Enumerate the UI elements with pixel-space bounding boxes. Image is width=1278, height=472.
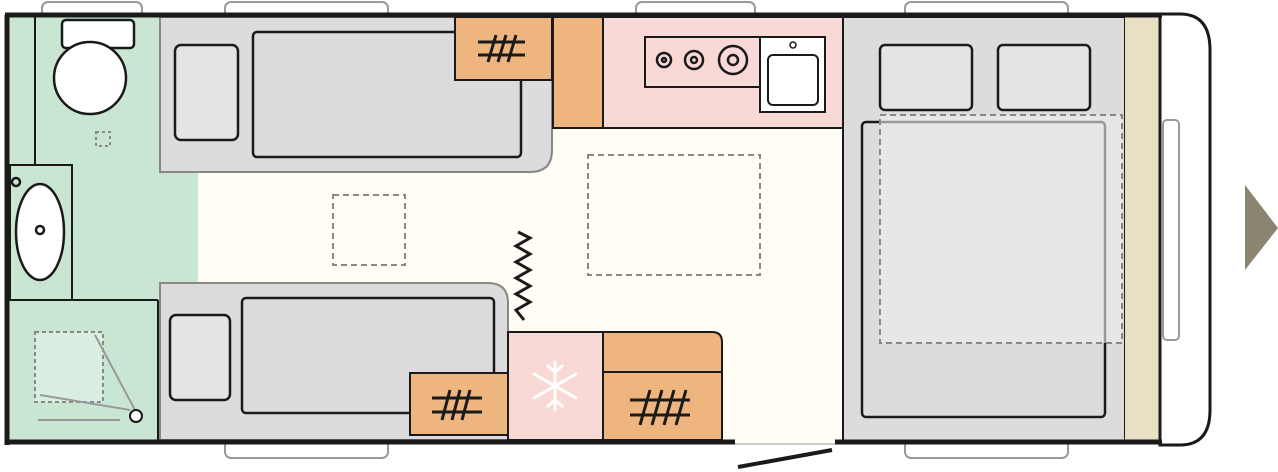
table-large	[587, 154, 761, 276]
tap-icon	[789, 41, 797, 49]
door-icon	[735, 443, 835, 469]
front-bed-pillow-left	[878, 43, 974, 112]
front-bed-pillow-right	[996, 43, 1092, 112]
drain-icon	[95, 131, 111, 147]
lower-bed-pillow	[168, 313, 232, 402]
hatch-icon	[432, 389, 482, 421]
hatch-icon	[630, 389, 690, 426]
outer-wall	[4, 12, 1162, 445]
front-strip	[1125, 17, 1160, 442]
toilet-icon	[52, 18, 136, 116]
heater-icon	[512, 230, 534, 321]
front-window	[1162, 119, 1180, 341]
hatch-icon	[478, 34, 525, 63]
shower-icon	[34, 331, 143, 423]
upper-bed-pillow	[173, 43, 240, 142]
sink-basin	[767, 54, 819, 106]
washbasin-icon	[10, 176, 66, 282]
cabinet-lower	[409, 372, 509, 436]
wardrobe	[552, 16, 604, 129]
table-small	[332, 194, 406, 266]
fridge-snowflake-icon	[532, 360, 578, 412]
direction-arrow-icon	[1245, 185, 1278, 270]
burner-icons	[655, 44, 749, 76]
front-bed-extension	[879, 114, 1123, 344]
cabinet-door-bottom	[602, 371, 723, 441]
cabinet-door-top	[602, 331, 723, 373]
